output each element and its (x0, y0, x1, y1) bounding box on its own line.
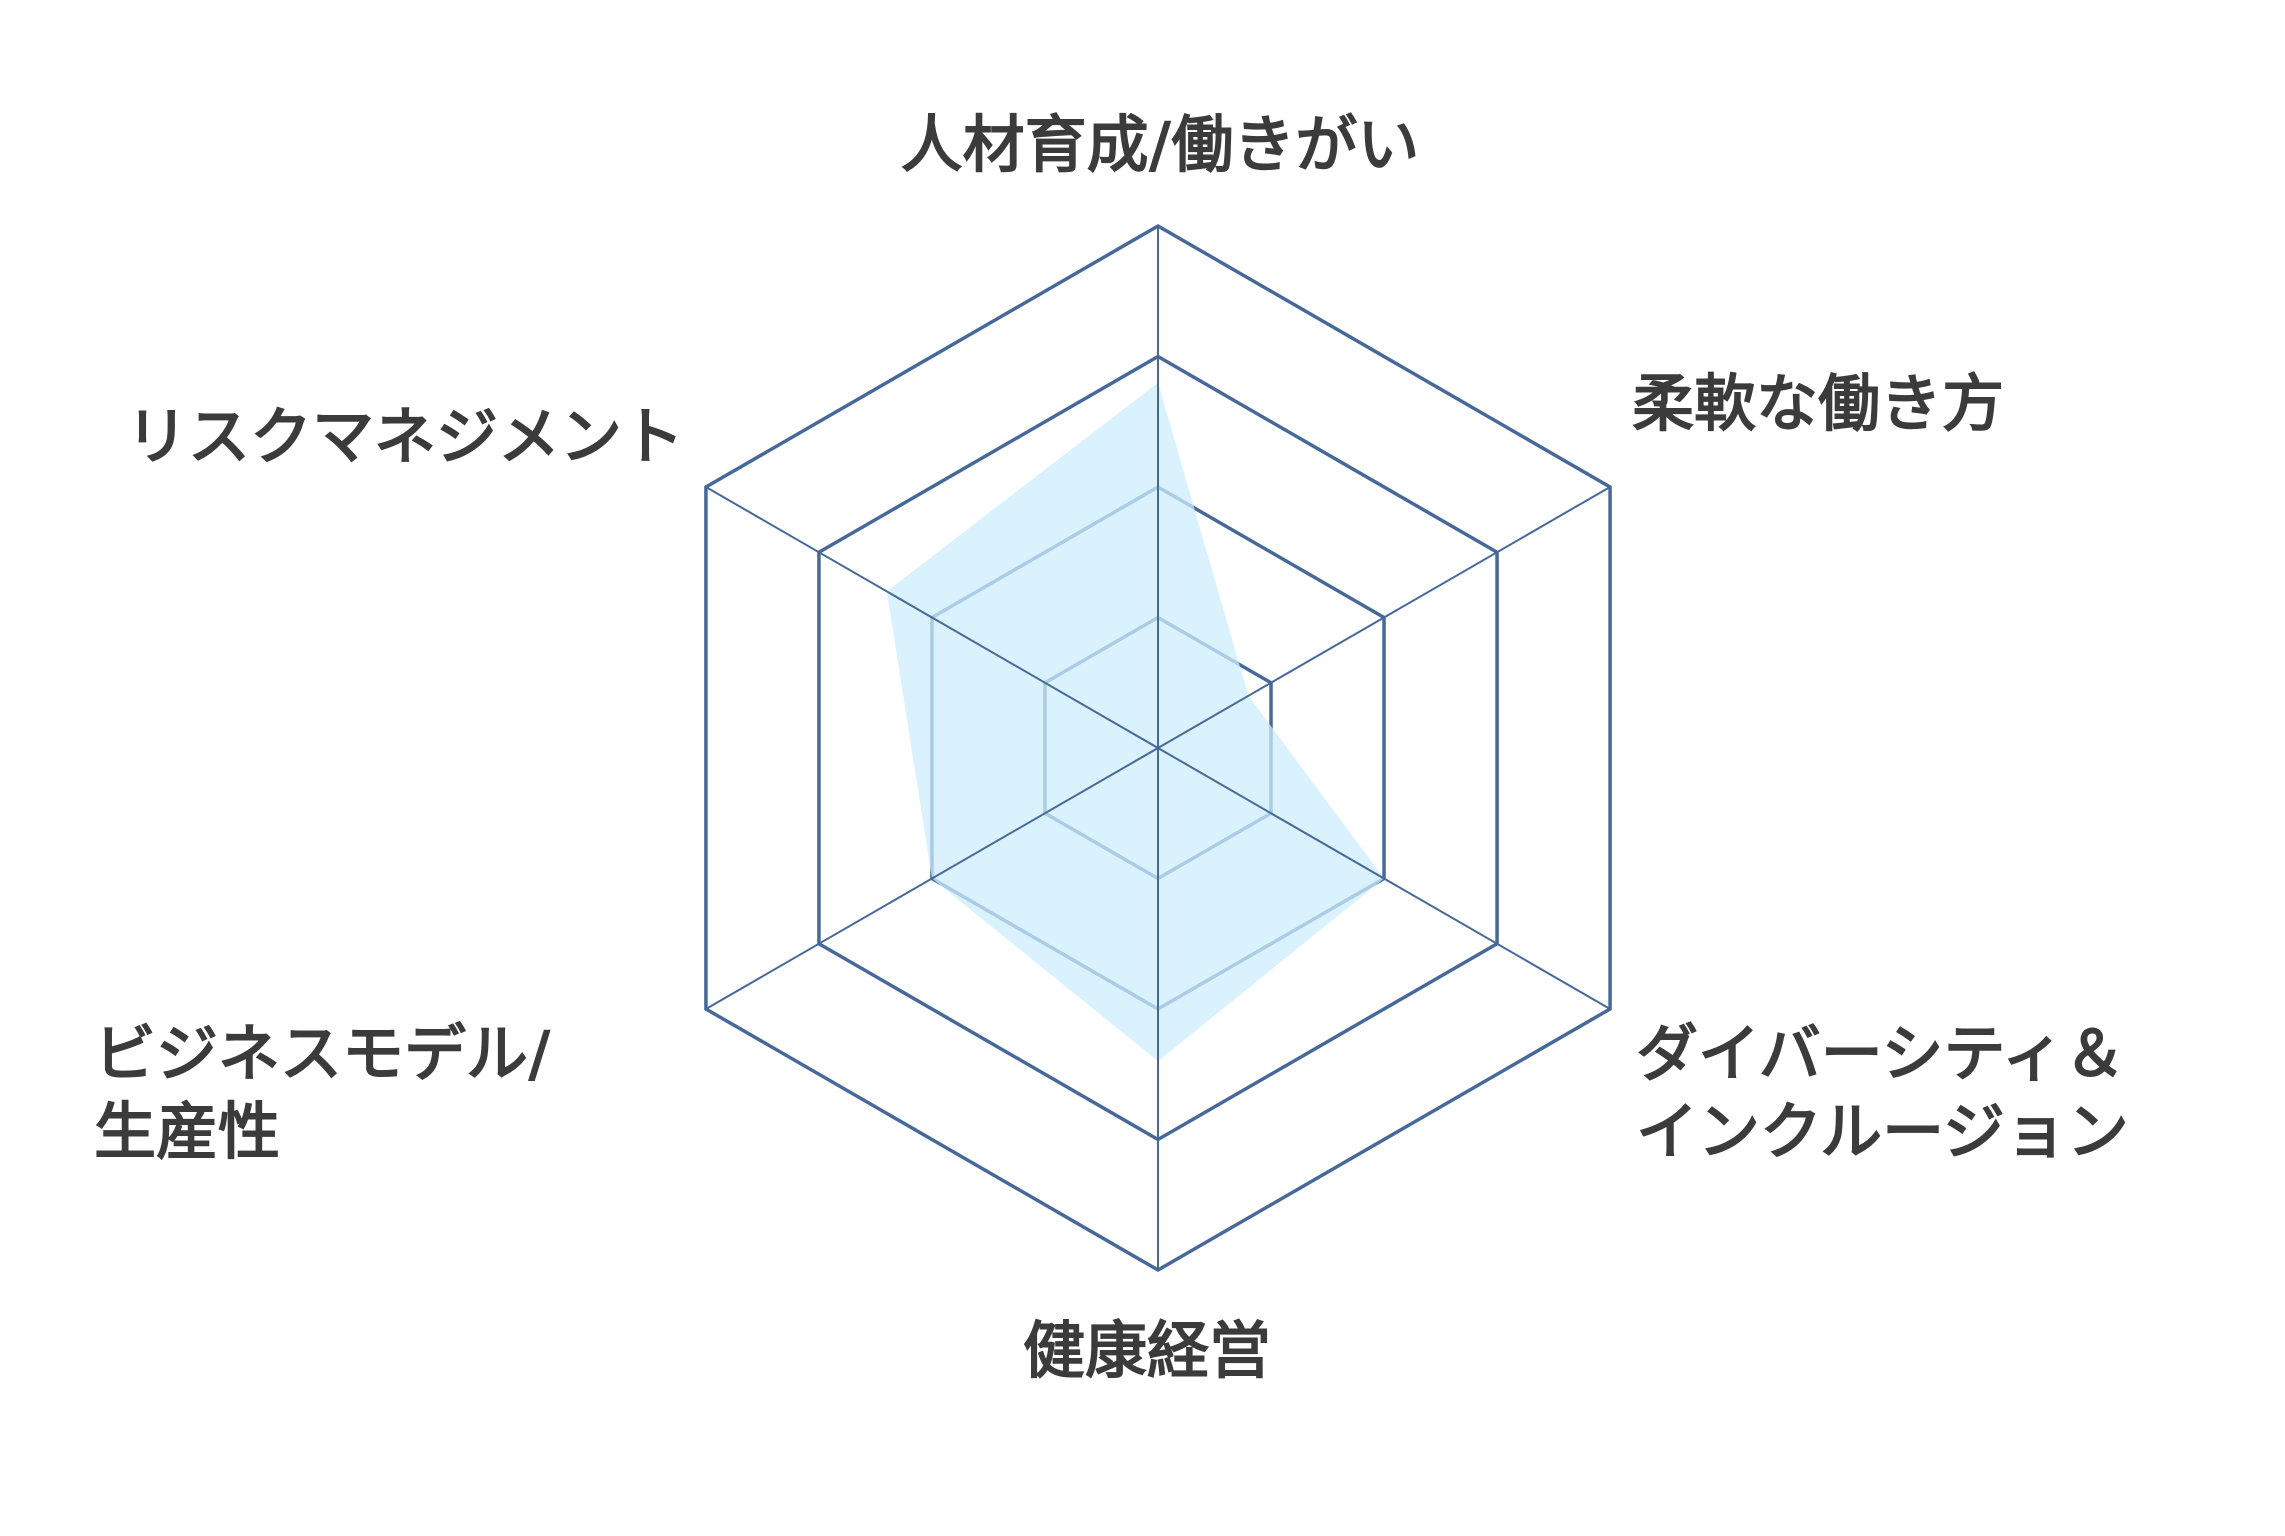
axis-label-lower-right: ダイバーシティ＆ インクルージョン (1636, 1015, 2129, 1171)
axis-line-1 (1157, 486, 1611, 749)
axis-label-line: ダイバーシティ＆ (1636, 1017, 2126, 1090)
axis-label-line: インクルージョン (1636, 1095, 2129, 1168)
axis-label-lower-left: ビジネスモデル/ 生産性 (94, 1015, 551, 1171)
axis-label-line: 健康経営 (1022, 1314, 1272, 1387)
axis-label-line: ビジネスモデル/ (94, 1017, 551, 1090)
axis-label-line: リスクマネジメント (125, 400, 684, 473)
axis-line-5 (705, 486, 1159, 749)
axis-label-line: 柔軟な働き方 (1632, 367, 2005, 440)
axis-label-line: 生産性 (94, 1095, 281, 1168)
axis-label-upper-left: リスクマネジメント (126, 398, 684, 476)
axis-label-bottom: 健康経営 (1023, 1312, 1271, 1390)
axis-label-upper-right: 柔軟な働き方 (1632, 365, 2004, 443)
series-area-0 (886, 382, 1385, 1062)
axis-label-line: 人材育成/働きがい (900, 108, 1420, 181)
axis-line-4 (705, 747, 1159, 1010)
axis-label-top: 人材育成/働きがい (901, 106, 1420, 184)
axis-line-2 (1157, 747, 1611, 1010)
